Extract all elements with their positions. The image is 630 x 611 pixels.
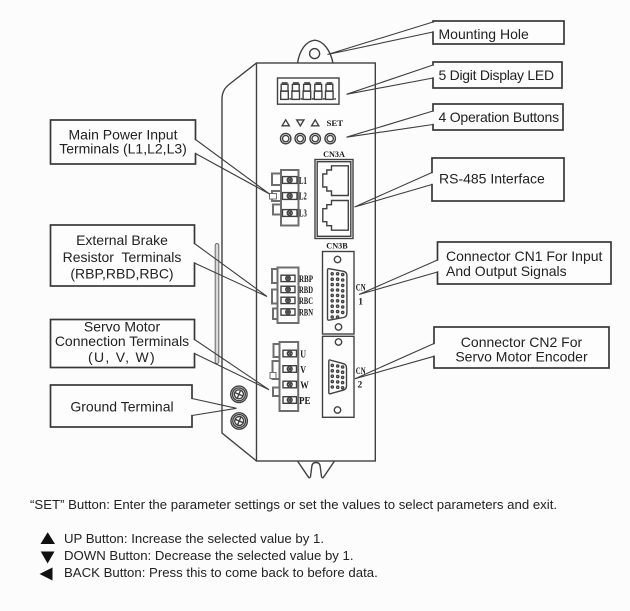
svg-text:U: U — [300, 350, 306, 361]
svg-text:Connector CN2 For: Connector CN2 For — [461, 334, 583, 350]
svg-text:L1: L1 — [299, 176, 307, 187]
svg-text:L3: L3 — [299, 209, 307, 220]
svg-text:Main Power Input: Main Power Input — [69, 127, 178, 143]
svg-text:4 Operation Buttons: 4 Operation Buttons — [439, 109, 560, 125]
svg-text:CN: CN — [356, 367, 366, 377]
svg-text:Ground Terminal: Ground Terminal — [70, 399, 173, 415]
svg-text:UP Button: Increase the select: UP Button: Increase the selected value b… — [64, 531, 324, 546]
svg-text:Connector CN1 For Input: Connector CN1 For Input — [446, 248, 603, 264]
svg-text:Servo Motor: Servo Motor — [84, 319, 161, 335]
svg-text:BACK Button: Press this to com: BACK Button: Press this to come back to … — [64, 565, 378, 580]
svg-text:CN3A: CN3A — [323, 150, 345, 159]
svg-text:W: W — [300, 381, 309, 392]
svg-text:SET: SET — [327, 118, 344, 128]
svg-text:And Output Signals: And Output Signals — [446, 263, 567, 279]
svg-text:RBP: RBP — [299, 274, 313, 284]
svg-text:Mounting Hole: Mounting Hole — [439, 26, 529, 42]
svg-text:V: V — [300, 365, 306, 376]
svg-text:(RBP,RBD,RBC): (RBP,RBD,RBC) — [70, 266, 173, 282]
svg-text:CN3B: CN3B — [326, 242, 348, 251]
svg-text:RBD: RBD — [299, 285, 313, 295]
svg-text:(U, V, W): (U, V, W) — [88, 349, 156, 365]
svg-text:Resistor Terminals: Resistor Terminals — [63, 249, 182, 265]
svg-text:PE: PE — [299, 396, 311, 407]
svg-text:CN: CN — [356, 284, 366, 294]
svg-text:“SET” Button: Enter the parame: “SET” Button: Enter the parameter settin… — [30, 497, 557, 512]
svg-text:Terminals (L1,L2,L3): Terminals (L1,L2,L3) — [59, 141, 187, 157]
svg-text:RBC: RBC — [299, 296, 313, 306]
svg-text:DOWN Button: Decrease the sele: DOWN Button: Decrease the selected value… — [64, 548, 354, 563]
svg-text:1: 1 — [358, 297, 363, 307]
svg-text:Connection Terminals: Connection Terminals — [55, 333, 189, 349]
svg-text:Servo Motor Encoder: Servo Motor Encoder — [455, 349, 588, 365]
svg-text:RBN: RBN — [299, 308, 313, 318]
svg-text:External Brake: External Brake — [76, 232, 168, 248]
svg-text:5 Digit Display LED: 5 Digit Display LED — [439, 67, 554, 83]
svg-text:2: 2 — [358, 380, 363, 390]
svg-text:RS-485 Interface: RS-485 Interface — [439, 171, 545, 187]
svg-text:L2: L2 — [299, 192, 307, 203]
